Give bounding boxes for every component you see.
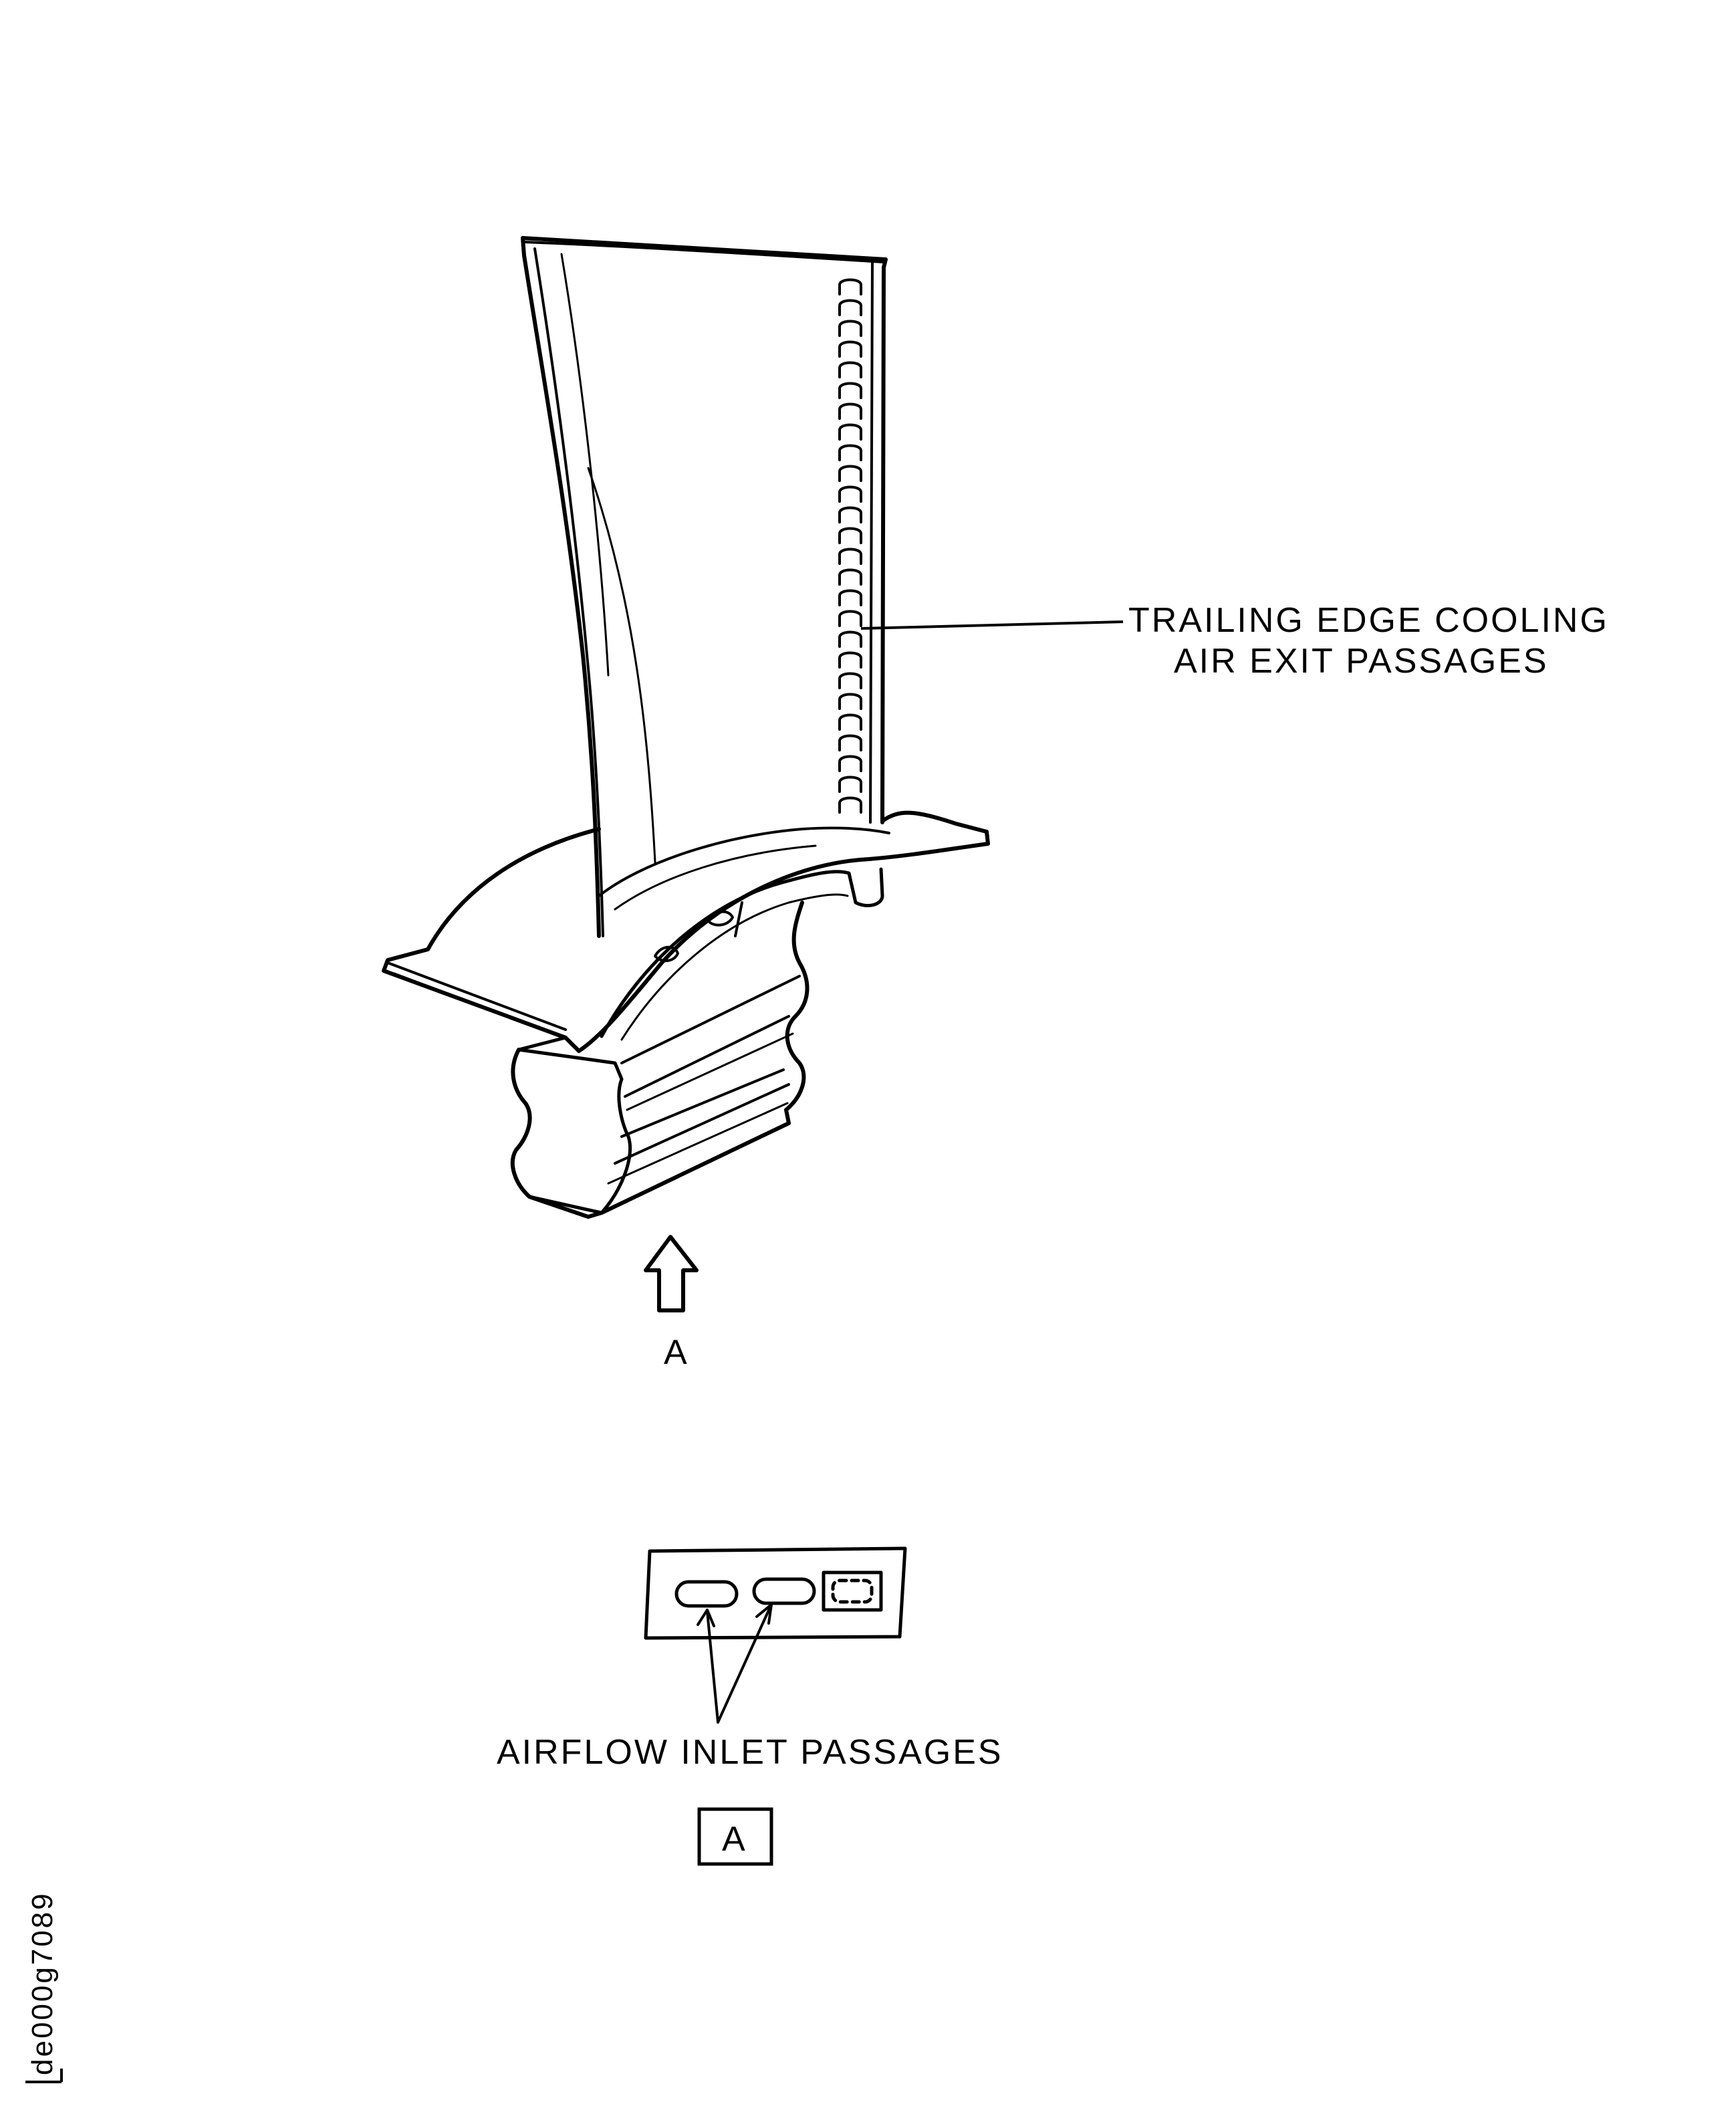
platform-fillet bbox=[598, 826, 890, 897]
cooling-slot bbox=[838, 776, 862, 793]
blade-airfoil bbox=[521, 236, 888, 938]
inlet-passage-3-outer bbox=[822, 1570, 883, 1612]
cooling-slot bbox=[838, 734, 862, 751]
trailing-edge-label-line2: AIR EXIT PASSAGES bbox=[1174, 642, 1549, 681]
fir-tree-serration-3 bbox=[626, 1032, 794, 1111]
inlet-pointer-2 bbox=[717, 1603, 773, 1724]
blade-leading-edge-inner bbox=[560, 253, 610, 677]
airflow-inlet-label: AIRFLOW INLET PASSAGES bbox=[497, 1733, 1003, 1772]
cooling-slot bbox=[838, 382, 862, 399]
fir-tree-serration-6 bbox=[607, 1102, 789, 1185]
cooling-slot bbox=[838, 568, 862, 586]
fir-tree-base-edge bbox=[527, 1195, 604, 1215]
cooling-slot bbox=[838, 361, 862, 378]
cooling-slot bbox=[838, 340, 862, 358]
cooling-slot bbox=[838, 589, 862, 606]
fir-tree-serration-4 bbox=[620, 1068, 785, 1138]
cooling-slot bbox=[838, 423, 862, 441]
cooling-slot bbox=[838, 755, 862, 772]
cooling-slot bbox=[838, 278, 862, 296]
shank-side bbox=[784, 901, 810, 1112]
turbine-blade bbox=[382, 236, 990, 1219]
platform-fillet-inner bbox=[614, 844, 817, 911]
trailing-edge-leader-line bbox=[860, 620, 1124, 630]
inlet-passage-1 bbox=[674, 1580, 739, 1608]
fir-tree-root-front bbox=[517, 1048, 632, 1215]
cooling-slot bbox=[838, 320, 862, 337]
figure-id-group: de000g7089 bbox=[25, 1891, 63, 2083]
inlet-passage-2 bbox=[752, 1577, 816, 1605]
cooling-slot bbox=[838, 713, 862, 731]
trailing-edge-cooling-slots bbox=[838, 278, 862, 814]
view-box-frame bbox=[697, 1807, 773, 1866]
trailing-edge-label-line1: TRAILING EDGE COOLING bbox=[1128, 601, 1609, 640]
inlet-passage-3-inner bbox=[831, 1579, 874, 1604]
shank-lug-2 bbox=[654, 945, 679, 962]
cooling-slot bbox=[838, 444, 862, 461]
cooling-slot bbox=[838, 548, 862, 565]
figure-id: de000g7089 bbox=[26, 1891, 59, 2075]
root-end-face bbox=[644, 1546, 907, 1640]
shank-cavity-inner bbox=[620, 893, 849, 1041]
cooling-slot bbox=[838, 630, 862, 648]
view-arrow-letter: A bbox=[664, 1333, 689, 1372]
cooling-slot bbox=[838, 693, 862, 710]
shank-lug-3 bbox=[734, 901, 743, 937]
cooling-slot bbox=[838, 485, 862, 503]
cooling-slot bbox=[838, 506, 862, 523]
cooling-slot bbox=[838, 651, 862, 669]
platform-front-lip-lower bbox=[393, 972, 571, 1042]
cooling-slot bbox=[838, 402, 862, 420]
fir-tree-serration-1 bbox=[620, 975, 801, 1064]
cooling-slot bbox=[838, 610, 862, 627]
view-arrow-icon bbox=[644, 1235, 699, 1312]
fir-tree-serration-5 bbox=[614, 1083, 790, 1165]
cooling-slot bbox=[838, 465, 862, 482]
platform-front-lip bbox=[386, 961, 567, 1031]
cooling-slot bbox=[838, 299, 862, 316]
blade-trailing-edge bbox=[869, 261, 874, 824]
blade-leading-edge bbox=[533, 247, 604, 937]
view-a-root-end bbox=[644, 1546, 907, 1724]
blade-tip bbox=[523, 241, 885, 263]
fir-tree-root-outline bbox=[510, 1048, 791, 1219]
inlet-pointer-1 bbox=[697, 1609, 719, 1724]
fir-tree-serration-2 bbox=[624, 1015, 790, 1098]
view-box-letter: A bbox=[722, 1820, 747, 1859]
shank-cavity bbox=[600, 867, 884, 1038]
blade-surface-contour bbox=[587, 467, 656, 864]
cooling-slot bbox=[838, 672, 862, 689]
cooling-slot bbox=[838, 527, 862, 544]
fir-tree-root-top bbox=[517, 1036, 568, 1052]
shank-lug-1 bbox=[707, 910, 734, 927]
cooling-slot bbox=[838, 796, 862, 814]
